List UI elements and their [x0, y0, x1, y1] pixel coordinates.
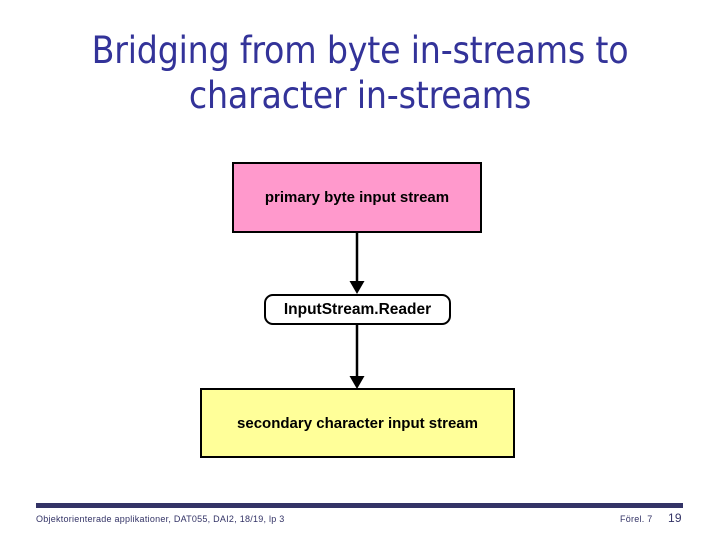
footer-course-text: Objektorienterade applikationer, DAT055,…	[36, 514, 285, 524]
node-primary-byte-input-stream[interactable]: primary byte input stream	[232, 162, 482, 233]
footer-page-number: 19	[668, 511, 682, 525]
page-title: Bridging from byte in-streams to charact…	[91, 29, 629, 117]
footer-divider	[36, 503, 683, 508]
flow-diagram: primary byte input stream InputStream.Re…	[200, 162, 515, 458]
arrow-down-icon-primary-to-reader	[349, 231, 365, 294]
footer-lecture-label: Förel. 7	[620, 514, 653, 524]
node-secondary-label: secondary character input stream	[237, 414, 478, 432]
node-inputstreamreader[interactable]: InputStream.Reader	[264, 294, 451, 325]
arrow-down-icon-reader-to-secondary	[349, 324, 365, 389]
node-reader-label: InputStream.Reader	[283, 300, 432, 318]
node-primary-label: primary byte input stream	[264, 189, 450, 206]
node-secondary-character-input-stream[interactable]: secondary character input stream	[200, 388, 515, 458]
